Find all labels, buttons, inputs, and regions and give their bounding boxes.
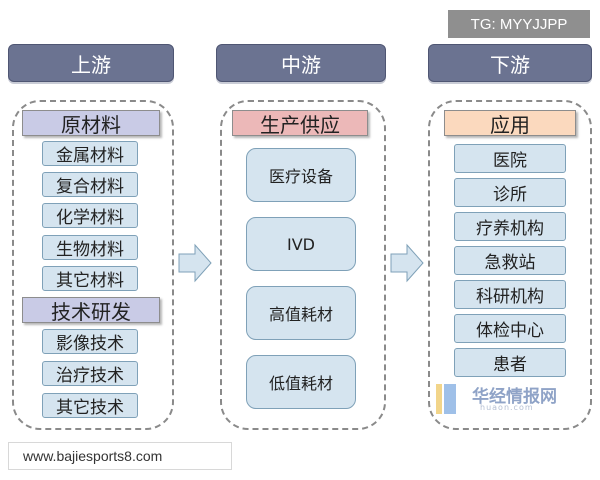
upstream-item: 其它材料 <box>42 266 138 291</box>
midstream-item: 高值耗材 <box>246 286 356 340</box>
header-midstream: 中游 <box>216 44 386 82</box>
midstream-item: 低值耗材 <box>246 355 356 409</box>
tg-watermark-tag: TG: MYYJJPP <box>448 10 590 38</box>
upstream-item: 复合材料 <box>42 172 138 197</box>
downstream-item: 患者 <box>454 348 566 377</box>
upstream-group2-title: 技术研发 <box>22 297 160 324</box>
downstream-title: 应用 <box>444 110 576 137</box>
midstream-title: 生产供应 <box>232 110 368 137</box>
downstream-item: 医院 <box>454 144 566 173</box>
flow-arrow-icon <box>178 243 212 283</box>
upstream-group1-title: 原材料 <box>22 110 160 137</box>
downstream-item: 诊所 <box>454 178 566 207</box>
upstream-item: 生物材料 <box>42 235 138 260</box>
logo-mark-icon <box>436 384 442 414</box>
flow-arrow-icon <box>390 243 424 283</box>
upstream-item: 影像技术 <box>42 329 138 354</box>
logo-text-en: huaon.com <box>480 403 534 412</box>
downstream-item: 急救站 <box>454 246 566 275</box>
huajing-logo: 华经情报网 huaon.com <box>436 380 586 420</box>
upstream-item: 其它技术 <box>42 393 138 418</box>
logo-mark-icon <box>444 384 456 414</box>
downstream-item: 体检中心 <box>454 314 566 343</box>
upstream-item: 金属材料 <box>42 141 138 166</box>
downstream-item: 疗养机构 <box>454 212 566 241</box>
upstream-item: 化学材料 <box>42 203 138 228</box>
header-downstream: 下游 <box>428 44 592 82</box>
downstream-item: 科研机构 <box>454 280 566 309</box>
upstream-item: 治疗技术 <box>42 361 138 386</box>
logo-text-cn: 华经情报网 <box>472 387 557 407</box>
header-upstream: 上游 <box>8 44 174 82</box>
url-watermark-tag: www.bajiesports8.com <box>8 442 232 470</box>
midstream-item: 医疗设备 <box>246 148 356 202</box>
midstream-item: IVD <box>246 217 356 271</box>
